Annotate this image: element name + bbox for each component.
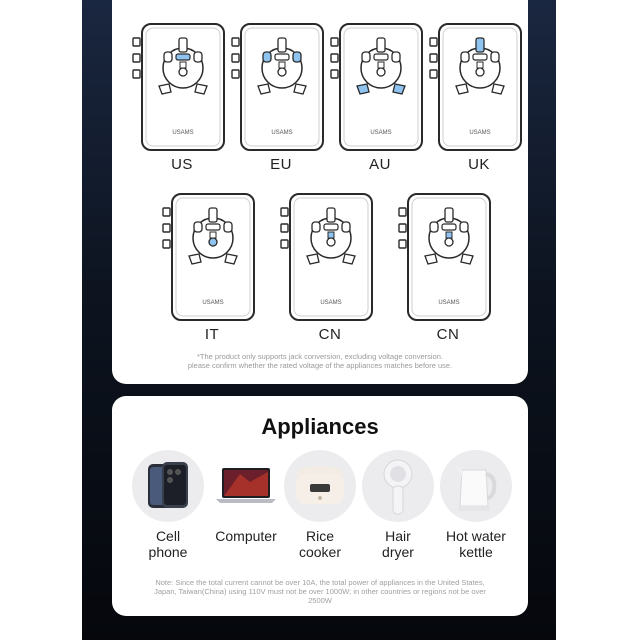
appliance-cell-phone: Cell phone (128, 450, 208, 560)
appliance-kettle: Hot water kettle (436, 450, 516, 560)
appliance-name-line-1: Cell (155, 528, 181, 544)
us-plug-adapter-icon: USAMS (132, 23, 225, 151)
brand-logo: USAMS (172, 130, 193, 136)
adapter-label: EU (270, 156, 292, 173)
cn2-plug-adapter-icon: USAMS (398, 193, 491, 321)
adapter-label: CN (436, 326, 460, 343)
brand-logo: USAMS (320, 300, 341, 306)
appliance-name-line-1: Rice (305, 528, 334, 544)
hair-dryer-icon (362, 450, 434, 522)
adapter-cn: USAMS CN (270, 192, 390, 343)
it-plug-adapter-icon: USAMS (162, 193, 255, 321)
appliance-name-line-2: dryer (382, 544, 414, 560)
adapter-au: USAMS AU (320, 22, 440, 173)
adapter-eu: USAMS EU (221, 22, 341, 173)
laptop-icon (210, 450, 282, 522)
rice-cooker-icon (284, 450, 356, 522)
adapter-uk: USAMS UK (419, 22, 539, 173)
adapter-label: UK (468, 156, 490, 173)
appliance-name-line-1: Computer (215, 528, 277, 544)
kettle-icon (440, 450, 512, 522)
cn-plug-adapter-icon: USAMS (280, 193, 373, 321)
appliance-computer: Computer (206, 450, 286, 544)
cell-phone-icon (132, 450, 204, 522)
brand-logo: USAMS (438, 300, 459, 306)
adapter-label: CN (318, 326, 342, 343)
socket-compatibility-panel: USAMS US USAMS EU USAMS AU USAMS UK (112, 0, 528, 384)
eu-plug-adapter-icon: USAMS (231, 23, 324, 151)
adapter-cn2: USAMS CN (388, 192, 508, 343)
voltage-disclaimer: *The product only supports jack conversi… (112, 352, 528, 370)
adapter-it: USAMS IT (152, 192, 272, 343)
adapter-label: IT (204, 326, 220, 343)
appliance-name-line-2: phone (148, 544, 188, 560)
brand-logo: USAMS (370, 130, 391, 136)
appliances-panel: Appliances Cell phone (112, 396, 528, 616)
disclaimer-line-1: *The product only supports jack conversi… (197, 352, 443, 361)
appliance-name-line-1: Hair (385, 528, 411, 544)
appliance-rice-cooker: Rice cooker (280, 450, 360, 560)
note-line-2: Japan, Taiwan(China) using 110V must not… (154, 587, 486, 605)
au-plug-adapter-icon: USAMS (330, 23, 423, 151)
adapter-label: US (171, 156, 193, 173)
note-line-1: Note: Since the total current cannot be … (155, 578, 485, 587)
brand-logo: USAMS (271, 130, 292, 136)
brand-logo: USAMS (469, 130, 490, 136)
uk-plug-adapter-icon: USAMS (429, 23, 522, 151)
adapter-us: USAMS US (122, 22, 242, 173)
power-limit-note: Note: Since the total current cannot be … (142, 578, 498, 605)
appliance-hair-dryer: Hair dryer (358, 450, 438, 560)
appliances-title: Appliances (261, 414, 379, 439)
appliance-name-line-1: Hot water (446, 528, 506, 544)
appliance-name-line-2: kettle (459, 544, 493, 560)
brand-logo: USAMS (202, 300, 223, 306)
appliance-name-line-2: cooker (298, 544, 342, 560)
disclaimer-line-2: please confirm whether the rated voltage… (187, 361, 453, 370)
adapter-label: AU (369, 156, 391, 173)
